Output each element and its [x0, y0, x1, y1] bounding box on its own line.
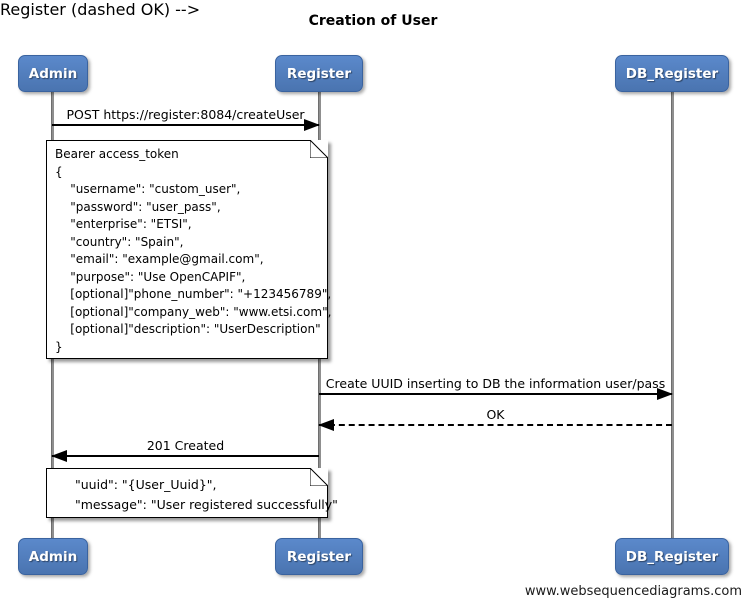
note-line: [optional]"description": "UserDescriptio… [55, 322, 321, 336]
actor-db-register-bottom: DB_Register [615, 538, 729, 575]
note-fold-icon [310, 140, 328, 158]
note-response-payload: "uuid": "{User_Uuid}", "message": "User … [46, 468, 338, 518]
actor-label: DB_Register [625, 65, 719, 82]
note-line: "uuid": "{User_Uuid}", [75, 477, 217, 492]
message-label: OK [486, 407, 505, 422]
note-line: [optional]"company_web": "www.etsi.com", [55, 304, 332, 319]
actor-register-bottom: Register [275, 538, 363, 575]
note-line: "email": "example@gmail.com", [55, 252, 264, 266]
note-line: "username": "custom_user", [55, 182, 241, 196]
note-line: Bearer access_token [55, 147, 179, 161]
actor-admin-top: Admin [18, 55, 88, 92]
note-line: "password": "user_pass", [55, 199, 221, 214]
note-line: } [55, 339, 63, 354]
message-line [52, 455, 319, 457]
message-201-created: 201 Created [51, 437, 319, 462]
actor-register-top: Register [275, 55, 363, 92]
message-create-uuid: Create UUID inserting to DB the informat… [319, 375, 673, 400]
note-fold-icon [310, 468, 328, 486]
actor-label: Admin [28, 548, 78, 565]
actor-label: DB_Register [625, 548, 719, 565]
actor-label: Admin [28, 65, 78, 82]
note-line: "purpose": "Use OpenCAPIF", [55, 269, 246, 284]
note-line: "enterprise": "ETSI", [55, 217, 192, 231]
actor-db-register-top: DB_Register [615, 55, 729, 92]
note-request-payload: Bearer access_token { "username": "custo… [46, 140, 332, 359]
note-line: "country": "Spain", [55, 234, 184, 249]
lifeline-db-register [671, 92, 674, 538]
note-line: { [55, 164, 63, 179]
message-ok: OK [318, 406, 672, 431]
arrowhead-left-icon [318, 419, 334, 431]
message-line [52, 124, 319, 126]
message-label: POST https://register:8084/createUser [66, 107, 305, 122]
arrowhead-right-icon [657, 388, 673, 400]
message-label: 201 Created [146, 438, 225, 453]
note-line: "message": "User registered successfully… [75, 497, 338, 512]
watermark: www.websequencediagrams.com [524, 584, 742, 599]
note-line: [optional]"phone_number": "+123456789", [55, 287, 332, 301]
actor-label: Register [286, 548, 352, 565]
message-post-createuser: POST https://register:8084/createUser [52, 106, 320, 131]
message-line [319, 393, 672, 395]
diagram-title: Creation of User [308, 13, 438, 29]
arrowhead-right-icon [304, 119, 320, 131]
message-label: Create UUID inserting to DB the informat… [325, 376, 666, 391]
arrowhead-left-icon [51, 450, 67, 462]
actor-label: Register [286, 65, 352, 82]
message-line [319, 424, 672, 426]
actor-admin-bottom: Admin [18, 538, 88, 575]
